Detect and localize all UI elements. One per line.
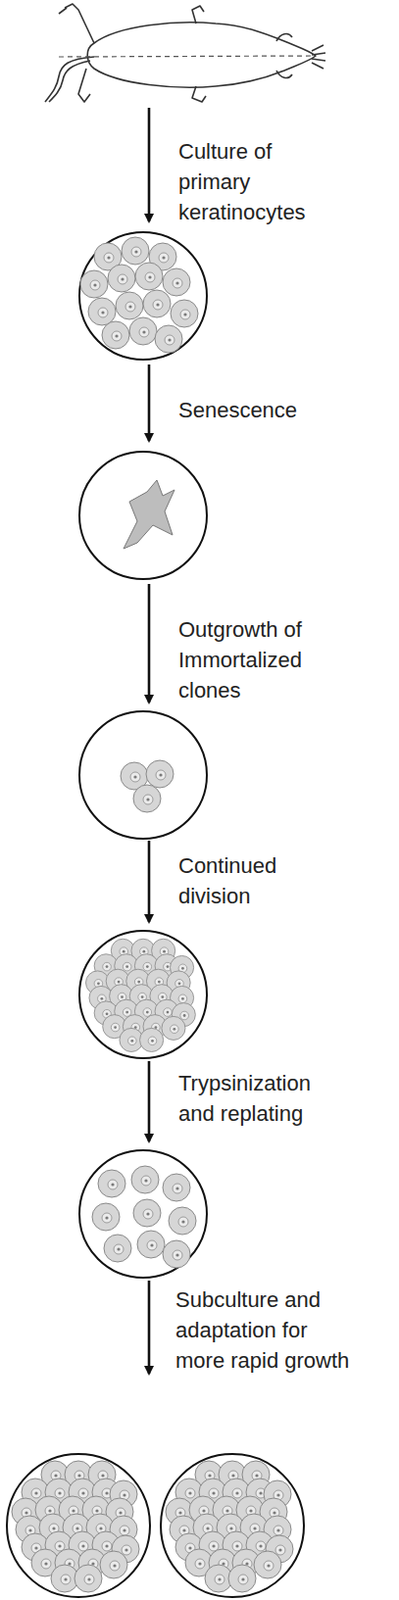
step-label: Subculture and adaptation for more rapid… (175, 1285, 356, 1377)
step-label: Continued division (178, 850, 326, 912)
culture-dish (160, 1454, 304, 1598)
culture-dish (79, 232, 207, 360)
culture-dish (6, 1454, 150, 1598)
mouse-illustration (45, 3, 326, 102)
step-label: Trypsinization and replating (178, 1068, 326, 1130)
step-label: Senescence (178, 395, 326, 426)
culture-dish (79, 711, 207, 840)
culture-dish (79, 931, 207, 1059)
culture-dish (79, 451, 207, 580)
step-label: Outgrowth of Immortalized clones (178, 614, 326, 706)
step-label: Culture of primary keratinocytes (178, 136, 326, 228)
culture-dish (79, 1150, 207, 1279)
